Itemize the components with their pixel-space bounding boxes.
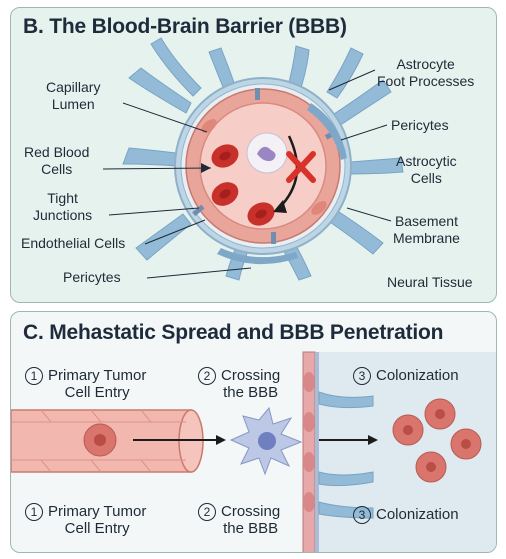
- blocked-x-icon: [286, 151, 316, 183]
- endothelial-nucleus: [201, 119, 217, 133]
- colonizing-tumor-cells: [392, 398, 482, 483]
- step-number: 1: [25, 503, 43, 521]
- label-pericytes-right: Pericytes: [391, 117, 449, 133]
- pericyte-bottom: [217, 248, 298, 265]
- label-pericytes-bottom: Pericytes: [63, 269, 121, 285]
- bbb-wall: [302, 351, 319, 552]
- leader-lines: [102, 69, 392, 279]
- crossing-tumor-cell: [229, 406, 303, 476]
- panel-bbb: B. The Blood-Brain Barrier (BBB): [10, 7, 497, 303]
- panel-c-title: C. Mehastatic Spread and BBB Penetration: [23, 321, 444, 344]
- step-3-bottom: 3 Colonization: [353, 506, 459, 524]
- astrocyte-foot-processes: [122, 37, 404, 281]
- panel-metastatic-spread: C. Mehastatic Spread and BBB Penetration: [10, 311, 497, 553]
- bbb-diagram: [102, 37, 404, 281]
- label-endothelial-cells: Endothelial Cells: [21, 235, 126, 251]
- tumor-cell-in-vessel: [83, 423, 117, 457]
- red-blood-cells: [211, 144, 275, 226]
- wbc-nucleus: [257, 146, 276, 162]
- step-number: 3: [353, 367, 371, 385]
- step-number: 2: [198, 367, 216, 385]
- step-3-top: 3 Colonization: [353, 367, 459, 385]
- endothelial-nucleus: [311, 201, 327, 215]
- step-number: 1: [25, 367, 43, 385]
- pericyte-right: [307, 103, 347, 160]
- step-number: 2: [198, 503, 216, 521]
- metastasis-diagram: [11, 351, 496, 552]
- panel-b-title: B. The Blood-Brain Barrier (BBB): [23, 15, 347, 38]
- step-number: 3: [353, 506, 371, 524]
- label-neural-tissue: Neural Tissue: [387, 274, 473, 290]
